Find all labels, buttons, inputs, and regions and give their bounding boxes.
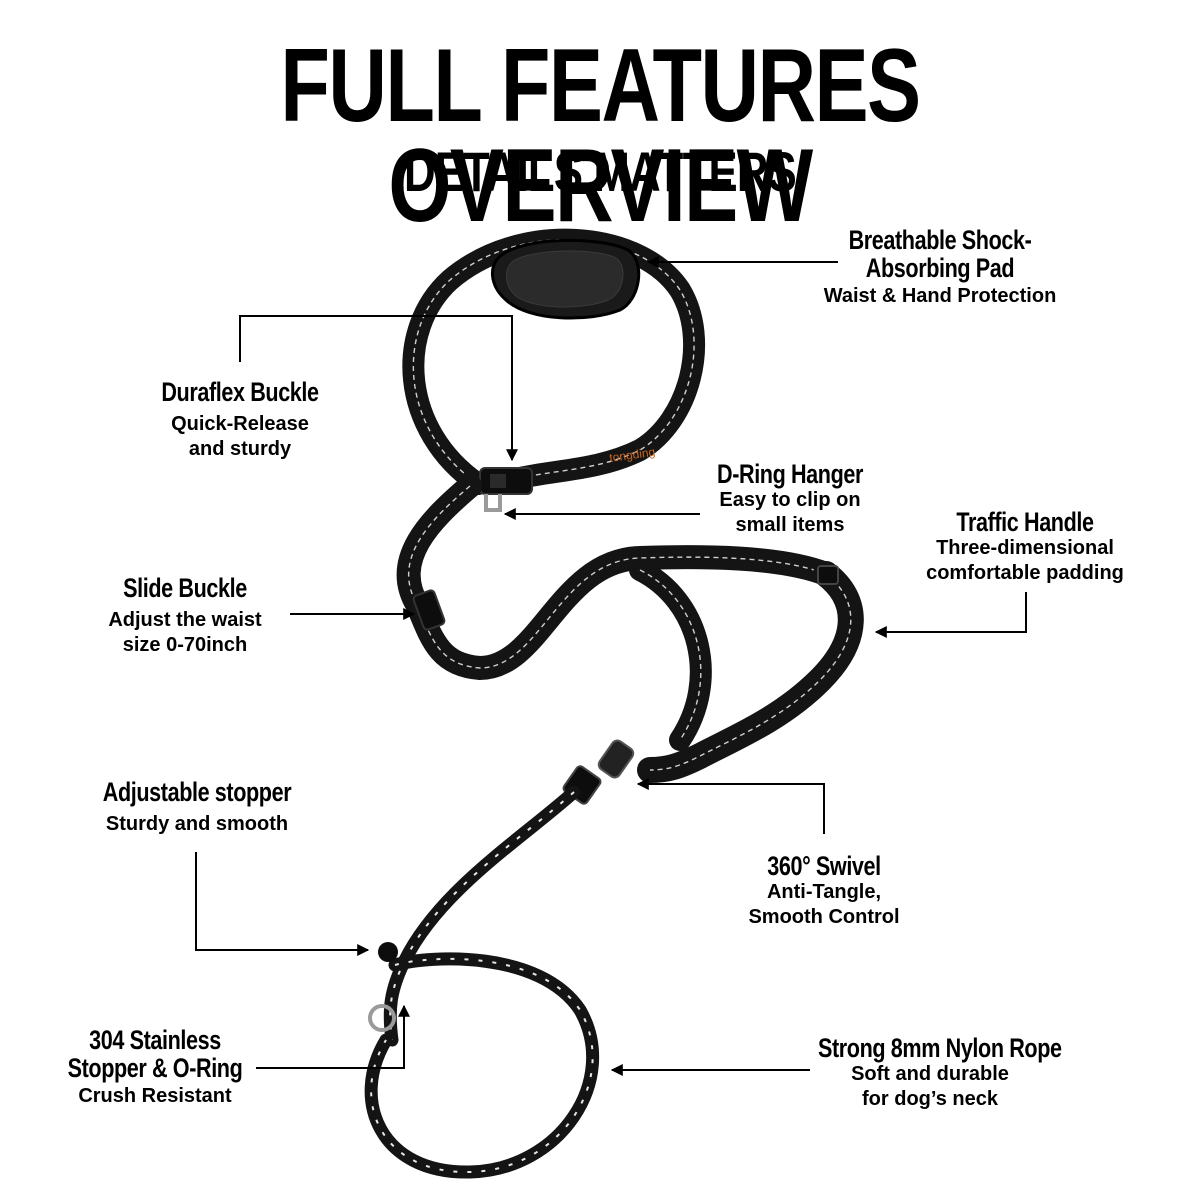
stopper-graphic: [378, 942, 398, 962]
o-ring-graphic: [368, 1004, 396, 1032]
feature-traffic: Traffic Handle Three-dimensional comfort…: [900, 508, 1150, 586]
waist-strap: [396, 474, 838, 681]
feature-pad: Breathable Shock- Absorbing Pad Waist & …: [790, 226, 1090, 309]
feature-traffic-title: Traffic Handle: [956, 507, 1094, 537]
shock-pad: [490, 238, 641, 320]
arrow-swivel: [636, 778, 825, 834]
arrow-traffic: [874, 592, 1027, 638]
feature-rope-title: Strong 8mm Nylon Rope: [818, 1033, 1062, 1063]
arrow-duraflex: [239, 315, 518, 462]
feature-dring: D-Ring Hanger Easy to clip on small item…: [670, 460, 910, 538]
feature-rope: Strong 8mm Nylon Rope Soft and durable f…: [790, 1034, 1070, 1112]
page-subtitle: DETAILS MATTERS: [404, 140, 797, 203]
slide-buckle-graphic: [412, 589, 446, 631]
feature-pad-title: Breathable Shock- Absorbing Pad: [848, 225, 1032, 283]
feature-slide-title: Slide Buckle: [123, 573, 247, 603]
feature-duraflex-title: Duraflex Buckle: [161, 377, 319, 407]
feature-swivel-title: 360° Swivel: [767, 851, 881, 881]
feature-rope-description: Soft and durable for dog’s neck: [851, 1063, 1009, 1110]
feature-duraflex: Duraflex Buckle Quick-Release and sturdy: [110, 378, 370, 462]
feature-stainless-description: Crush Resistant: [78, 1085, 232, 1107]
feature-slide-description: Adjust the waist size 0-70inch: [108, 609, 262, 656]
brand-logo: tongding: [608, 445, 656, 465]
feature-swivel-description: Anti-Tangle, Smooth Control: [748, 881, 900, 928]
feature-dring-title: D-Ring Hanger: [717, 459, 863, 489]
feature-stopper-description: Sturdy and smooth: [105, 813, 289, 835]
pointer-arrows: [195, 256, 1027, 1076]
feature-swivel: 360° Swivel Anti-Tangle, Smooth Control: [714, 852, 934, 930]
arrow-stainless: [256, 1004, 410, 1069]
feature-traffic-description: Three-dimensional comfortable padding: [926, 537, 1124, 584]
feature-stainless-title: 304 Stainless Stopper & O-Ring: [67, 1025, 243, 1083]
traffic-handle-graphic: [629, 559, 864, 783]
nylon-rope: [364, 785, 600, 1179]
feature-duraflex-description: Quick-Release and sturdy: [171, 413, 309, 460]
feature-pad-description: Waist & Hand Protection: [823, 285, 1057, 307]
arrow-stopper: [195, 852, 370, 956]
feature-dring-description: Easy to clip on small items: [719, 489, 861, 536]
feature-stopper: Adjustable stopper Sturdy and smooth: [70, 778, 324, 837]
feature-slide: Slide Buckle Adjust the waist size 0-70i…: [60, 574, 310, 658]
feature-stainless: 304 Stainless Stopper & O-Ring Crush Res…: [40, 1026, 270, 1109]
duraflex-buckle-graphic: [479, 467, 533, 512]
page-title: FULL FEATURES OVERVIEW: [280, 28, 921, 244]
feature-stopper-title: Adjustable stopper: [102, 777, 292, 807]
